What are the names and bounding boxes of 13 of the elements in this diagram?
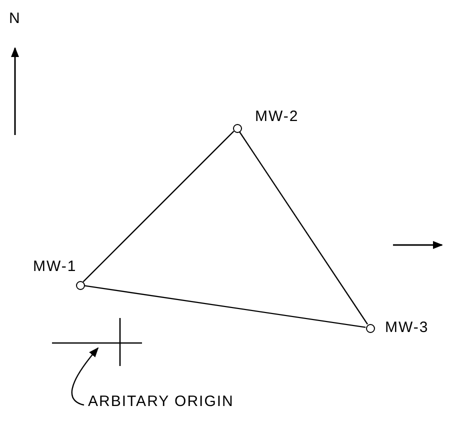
leader-line [71, 347, 99, 406]
origin-cross-mark [52, 318, 142, 366]
connecting-line [239, 131, 368, 325]
connecting-line [84, 285, 366, 328]
well-label: MW-2 [255, 108, 299, 125]
well-label: MW-3 [385, 319, 429, 336]
well-marker [232, 124, 242, 132]
well-marker [76, 280, 84, 290]
connecting-line [82, 130, 234, 282]
north-label: N [9, 10, 21, 27]
well-label: MW-1 [33, 258, 77, 275]
origin-label: ARBITARY ORIGIN [88, 393, 234, 410]
well-marker [366, 324, 374, 332]
